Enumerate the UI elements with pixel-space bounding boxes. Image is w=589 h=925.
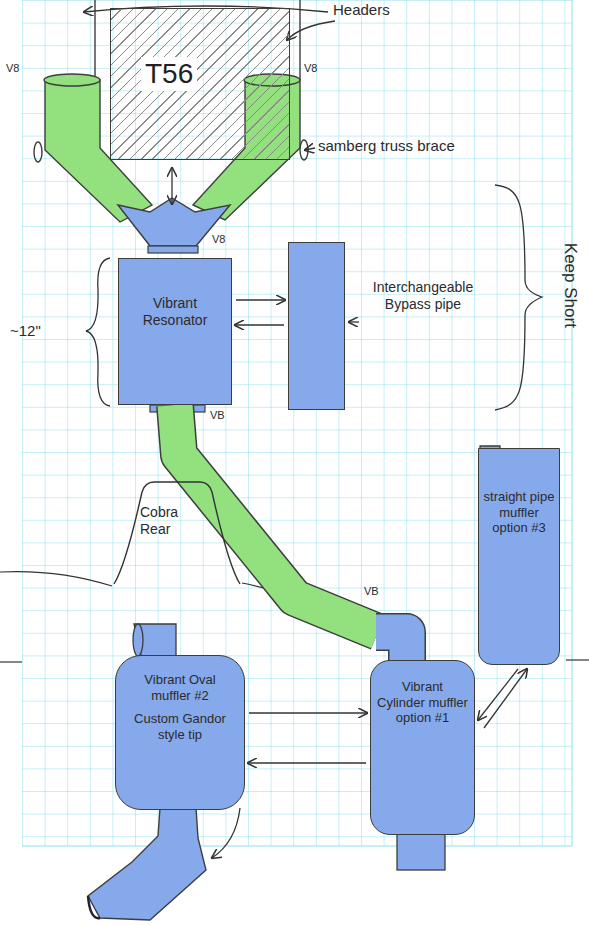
node-title: straight pipe muffler option #3 <box>483 489 555 536</box>
cylinder-outlet-pipe <box>397 833 445 870</box>
bypass-pipe: Interchangeable Bypass pipe <box>288 242 345 410</box>
keep-short-brace <box>495 185 542 410</box>
gandor-tip <box>88 808 206 920</box>
note-label: Keep Short <box>561 230 580 340</box>
part-label: samberg truss brace <box>318 138 455 155</box>
node-title: Vibrant Cylinder muffler option #1 <box>377 679 468 726</box>
node-title: Vibrant Resonator <box>125 295 225 329</box>
swap-arrow <box>236 299 285 300</box>
node-title: Interchangeable Bypass pipe <box>361 279 485 313</box>
brace-mount <box>34 142 42 162</box>
axle-hump-outline <box>112 478 242 586</box>
dimension-label: ~12" <box>10 323 41 340</box>
clamp-label: V8 <box>304 62 317 74</box>
clamp-label: V8 <box>212 233 225 245</box>
oval-muffler-box: Vibrant Oval muffler #2 Custom Gandor sty… <box>115 655 245 810</box>
node-title: T56 <box>141 57 197 91</box>
dimension-brace <box>86 258 110 406</box>
ground-line <box>0 572 112 586</box>
part-label: Headers <box>333 2 390 19</box>
clamp-label: VB <box>210 409 225 421</box>
node-title: Vibrant Oval muffler #2 <box>124 672 236 703</box>
leader-line <box>349 321 359 322</box>
leader-line <box>305 148 315 150</box>
node-note: Custom Gandor style tip <box>124 711 236 742</box>
transmission-box: T56 <box>110 8 290 160</box>
leader-line <box>287 21 335 40</box>
leader-line <box>212 808 240 858</box>
swap-arrow <box>249 712 367 713</box>
rear-axle-outline: Cobra Rear <box>112 478 242 586</box>
exhaust-pipe <box>175 405 407 662</box>
straight-pipe-box: straight pipe muffler option #3 <box>478 448 560 665</box>
swap-arrow <box>484 669 527 728</box>
swap-arrow <box>248 762 366 763</box>
swap-arrow <box>478 669 518 720</box>
cylinder-muffler-box: Vibrant Cylinder muffler option #1 <box>370 660 475 835</box>
movement-arrow <box>171 168 172 204</box>
resonator-box: Vibrant Resonator <box>118 258 232 405</box>
clamp-label: V8 <box>6 62 19 74</box>
ground-line <box>566 659 589 660</box>
ground-line <box>0 661 22 662</box>
clamp-label: VB <box>364 585 379 597</box>
swap-arrow <box>235 324 284 325</box>
node-title: Cobra Rear <box>140 504 190 538</box>
y-collector <box>118 198 230 246</box>
